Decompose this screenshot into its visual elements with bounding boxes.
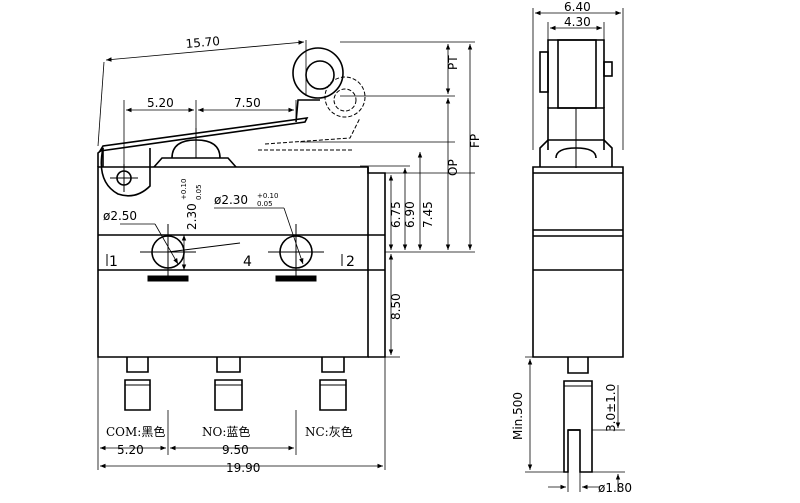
roller-lever xyxy=(98,47,366,197)
svg-text:ø2.30: ø2.30 xyxy=(214,193,248,207)
svg-text:ø1.80: ø1.80 xyxy=(598,481,632,495)
svg-text:6.90: 6.90 xyxy=(403,201,417,228)
dim-lead-length: Min.500 xyxy=(511,356,568,473)
dim-right-vertical: 6.75 6.90 7.45 8.50 OP PT FP xyxy=(300,41,482,358)
svg-text:ø2.50: ø2.50 xyxy=(103,209,137,223)
svg-text:4.30: 4.30 xyxy=(564,15,591,29)
svg-text:+0.10: +0.10 xyxy=(180,179,188,200)
svg-text:5.20: 5.20 xyxy=(147,96,174,110)
side-lead-wire xyxy=(563,357,593,473)
wire-label-nc: NC:灰色 xyxy=(305,425,353,439)
wire-label-no: NO:蓝色 xyxy=(202,425,250,439)
svg-text:+0.10: +0.10 xyxy=(257,192,278,200)
terminal-mark-1: 1 xyxy=(109,254,118,270)
svg-text:0.05: 0.05 xyxy=(257,200,273,208)
dim-mount-vertical: 2.30 +0.10 0.05 xyxy=(180,179,203,270)
side-body xyxy=(532,39,624,358)
mounting-holes xyxy=(140,224,324,282)
roller-inner xyxy=(305,60,335,90)
svg-text:7.45: 7.45 xyxy=(421,201,435,228)
terminal-mark-4: 4 xyxy=(243,254,252,270)
svg-text:FP: FP xyxy=(468,134,482,148)
roller-outer xyxy=(292,47,344,99)
dim-bottom-horizontal: 5.20 9.50 19.90 xyxy=(97,357,386,475)
front-view: 1 4 2 COM:黑色 NO:蓝色 NC:灰色 15.70 xyxy=(97,34,482,475)
svg-text:19.90: 19.90 xyxy=(226,461,260,475)
wire-label-com: COM:黑色 xyxy=(106,425,165,439)
svg-text:0.05: 0.05 xyxy=(195,184,203,200)
svg-text:9.50: 9.50 xyxy=(222,443,249,457)
dim-side-width: 6.40 4.30 xyxy=(532,0,624,150)
svg-text:OP: OP xyxy=(446,159,460,176)
side-view: 6.40 4.30 Min.500 3.0±1.0 ø1.80 xyxy=(511,0,632,495)
svg-text:2.30: 2.30 xyxy=(185,203,199,230)
svg-text:PT: PT xyxy=(446,55,460,70)
dim-lead-diameter: ø1.80 xyxy=(548,472,632,495)
dim-strip-length: 3.0±1.0 xyxy=(592,384,625,492)
lead-wires xyxy=(124,357,347,411)
svg-text:15.70: 15.70 xyxy=(185,34,220,51)
svg-text:8.50: 8.50 xyxy=(389,293,403,320)
switch-body xyxy=(97,147,386,358)
terminal-mark-2: 2 xyxy=(346,254,355,270)
svg-text:6.75: 6.75 xyxy=(389,201,403,228)
dim-hole-2-30: ø2.30 +0.10 0.05 xyxy=(214,192,304,265)
dim-hole-2-50: ø2.50 xyxy=(103,209,179,265)
dim-lever-length: 15.70 xyxy=(97,34,307,147)
dim-top-offsets: 5.20 7.50 xyxy=(123,96,297,165)
svg-text:3.0±1.0: 3.0±1.0 xyxy=(604,384,618,432)
svg-text:Min.500: Min.500 xyxy=(511,392,525,440)
svg-text:5.20: 5.20 xyxy=(117,443,144,457)
svg-text:6.40: 6.40 xyxy=(564,0,591,14)
svg-text:7.50: 7.50 xyxy=(234,96,261,110)
